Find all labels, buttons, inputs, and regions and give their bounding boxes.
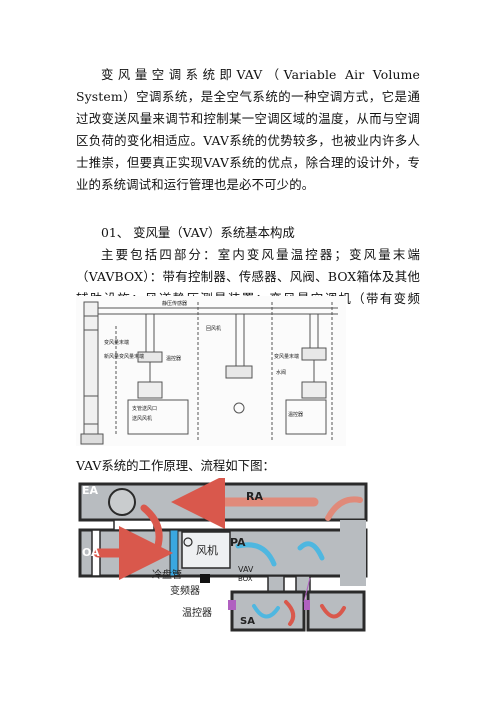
label-oa: OA [82, 546, 100, 559]
label-box: BOX [238, 575, 253, 583]
label-water-valve: 水阀 [276, 369, 286, 376]
vav-flow-diagram: EA OA RA 风机 PA VAV BOX 冷盘管 变频器 温控器 SA [78, 478, 368, 632]
label-ea: EA [82, 484, 99, 497]
inverter-icon [200, 574, 210, 583]
label-thermostat: 温控器 [288, 411, 303, 418]
label-return-fan: 回风机 [206, 325, 221, 332]
label-fan: 风机 [196, 543, 218, 557]
label-supply-outlet: 支管送风口 [132, 405, 157, 412]
label-vav: VAV [238, 565, 254, 574]
label-supply-fan: 送风风机 [132, 415, 152, 422]
figure2-caption: VAV系统的工作原理、流程如下图： [76, 458, 275, 473]
vav-schematic-drawing: 静压传感器 变风量末端 新风量变风量末端 温控器 变风量末端 支管送风口 送风风… [76, 296, 346, 446]
label-sa: SA [240, 616, 255, 627]
label-static-pressure: 静压传感器 [162, 300, 187, 307]
label-ra: RA [246, 490, 263, 503]
label-temp-controller: 温控器 [166, 355, 181, 362]
label-thermostat-flow: 温控器 [182, 606, 212, 619]
exhaust-fan-icon [108, 488, 136, 516]
label-pa: PA [230, 536, 246, 549]
label-coil: 冷盘管 [152, 568, 182, 581]
intro-paragraph: 变风量空调系统即VAV（Variable Air Volume System）空… [76, 67, 420, 192]
section-heading: 01、 变风量（VAV）系统基本构成 [101, 225, 295, 240]
label-vav-box-mid: 变风量末端 [274, 353, 299, 360]
label-fresh-air-sensor: 新风量变风量末端 [104, 353, 144, 360]
label-inverter: 变频器 [170, 584, 200, 597]
thermostat-icon-left [228, 600, 236, 610]
fan-icon [183, 537, 193, 547]
thermostat-icon-right [304, 600, 310, 610]
label-vav-box-left: 变风量末端 [104, 339, 129, 346]
room-right [306, 590, 366, 632]
supply-fan-box [181, 531, 231, 569]
